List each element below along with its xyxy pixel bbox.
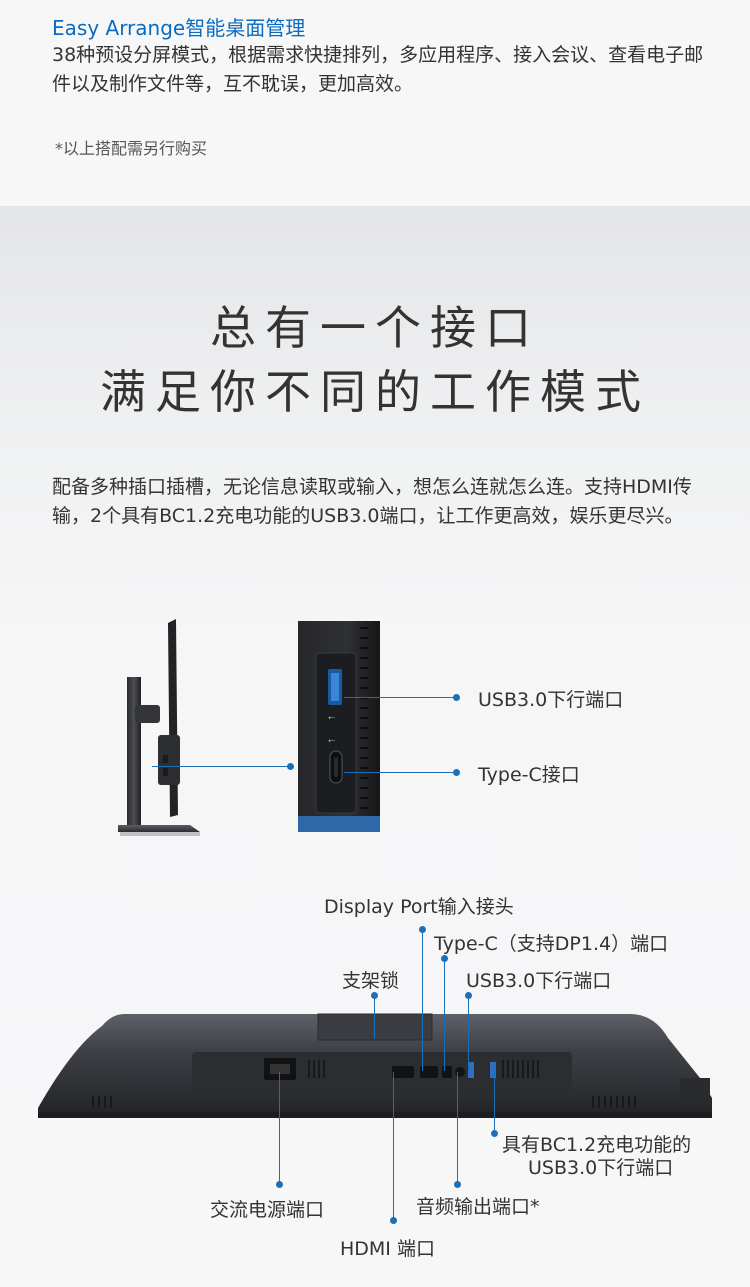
hdmi-line [393,1072,394,1220]
usb-down-line [468,995,469,1071]
displayport-label: Display Port输入接头 [324,896,514,918]
stand-lock-line [374,995,375,1039]
typec-callout-dot [453,769,460,776]
audio-out-line [457,1072,458,1184]
monitor-side-view [118,619,200,836]
footnote: *以上搭配需另行购买 [55,139,208,158]
side-callout-line [152,766,290,767]
typec-dp-line [444,958,445,1071]
monitor-rear-view [38,1013,712,1118]
audio-out-dot [454,1181,461,1188]
usb-downstream-label: USB3.0下行端口 [478,689,624,711]
svg-text:⭠: ⭠ [328,736,335,746]
side-callout-dot [287,763,294,770]
usb-callout-line [344,697,456,698]
ac-power-line [279,1072,280,1184]
ac-power-label: 交流电源端口 [210,1199,325,1221]
feature-section [0,0,750,206]
port-closeup: ⭠ ⭠ [298,621,380,832]
audio-out-label: 音频输出端口* [416,1196,540,1218]
ac-power-dot [276,1181,283,1188]
typec-label: Type-C接口 [478,764,580,786]
feature-description: 38种预设分屏模式，根据需求快捷排列，多应用程序、接入会议、查看电子邮件以及制作… [52,44,704,95]
usb-callout-dot [453,694,460,701]
bc12-dot [491,1130,498,1137]
headline-line2: 满足你不同的工作模式 [100,365,650,419]
hdmi-dot [390,1217,397,1224]
feature-title: Easy Arrange智能桌面管理 [52,16,306,40]
bc12-line [494,1070,495,1132]
usb-down-label: USB3.0下行端口 [466,970,612,992]
intro-paragraph: 配备多种插口插槽，无论信息读取或输入，想怎么连就怎么连。支持HDMI传输，2个具… [52,476,692,527]
displayport-line [422,929,423,1071]
headline-line1: 总有一个接口 [210,301,540,355]
stand-lock-label: 支架锁 [342,970,400,992]
svg-text:⭠: ⭠ [328,713,335,723]
bc12-label-line2: USB3.0下行端口 [528,1157,674,1179]
hdmi-label: HDMI 端口 [340,1238,435,1260]
typec-dp-label: Type-C（支持DP1.4）端口 [434,933,669,955]
typec-callout-line [344,772,456,773]
bc12-label-line1: 具有BC1.2充电功能的 [502,1134,692,1156]
